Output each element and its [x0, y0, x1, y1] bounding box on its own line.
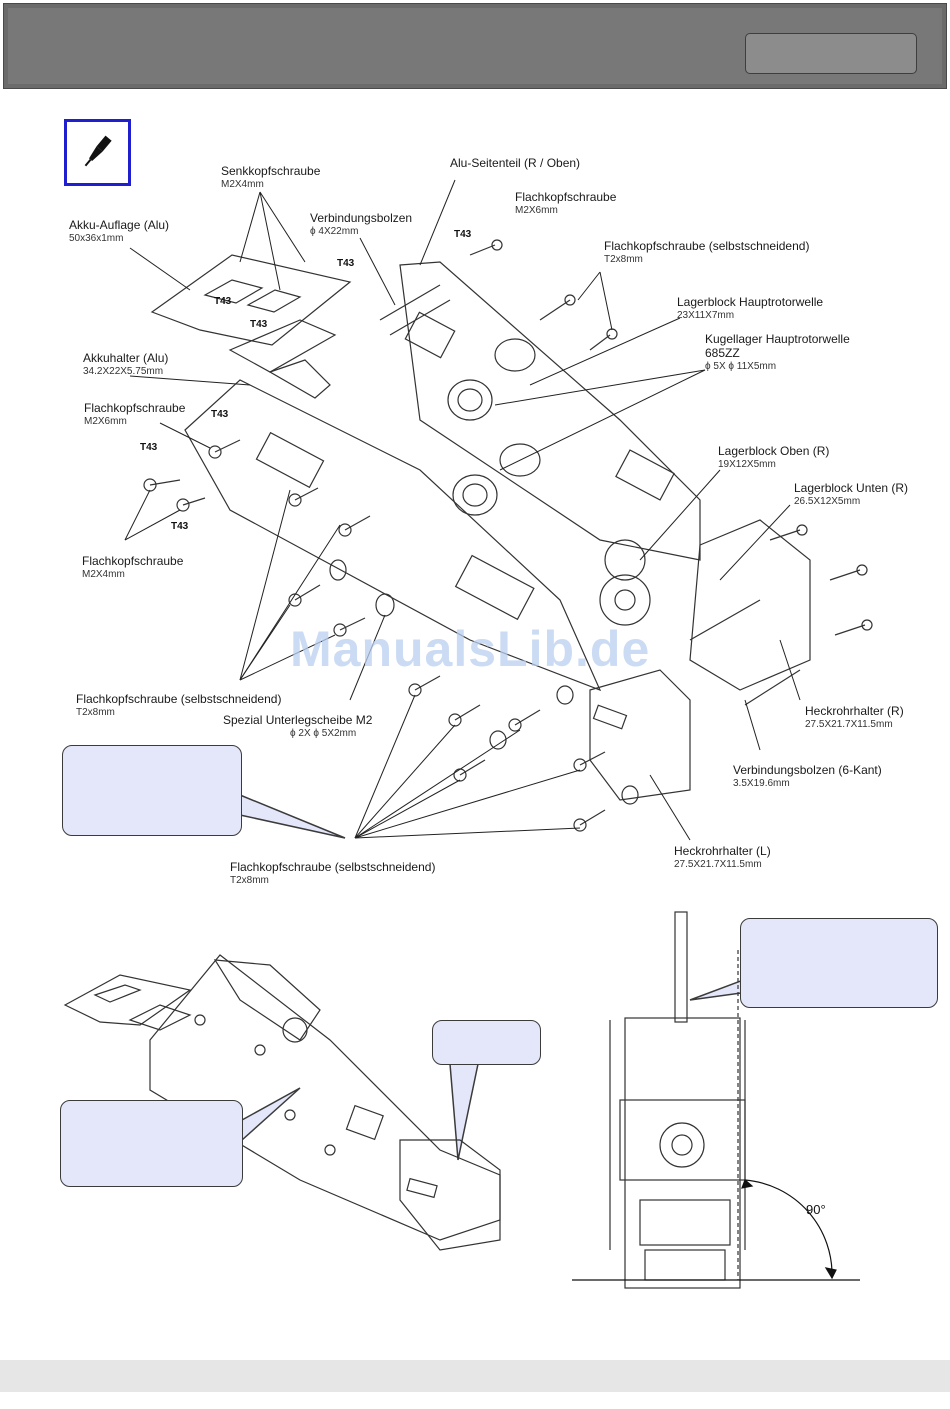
callout-box-1: [62, 745, 242, 836]
header-bar: [3, 3, 947, 89]
right-side-plate: [399, 261, 701, 561]
t43-mark: T43: [454, 229, 472, 240]
callout-1-tail: [239, 793, 346, 839]
label-flachkopf-selbstschneidend-bottom: Flachkopfschraube (selbstschneidend)T2x8…: [230, 860, 436, 886]
callout-2-tail: [241, 1087, 301, 1142]
watermark: ManualsLib.de: [290, 621, 651, 677]
label-alu-seitenteil: Alu-Seitenteil (R / Oben): [450, 156, 581, 170]
label-lagerblock-unten: Lagerblock Unten (R)26.5X12X5mm: [794, 481, 909, 507]
battery-tray-plate: [150, 254, 352, 346]
callout-box-2: [60, 1100, 243, 1187]
tool-box: [64, 119, 131, 186]
label-heckrohrhalter-r: Heckrohrhalter (R)27.5X21.7X11.5mm: [805, 704, 904, 730]
t43-mark: T43: [211, 409, 229, 420]
page-badge: [745, 33, 917, 74]
t43-mark: T43: [337, 258, 355, 269]
t43-mark: T43: [171, 521, 189, 532]
callout-box-4: [740, 918, 938, 1008]
left-side-plate: [184, 379, 602, 692]
label-heckrohrhalter-l: Heckrohrhalter (L)27.5X21.7X11.5mm: [674, 844, 771, 870]
angle-label: 90°: [806, 1202, 826, 1217]
t43-mark: T43: [250, 319, 268, 330]
t43-mark: T43: [140, 442, 158, 453]
label-lagerblock-oben: Lagerblock Oben (R)19X12X5mm: [718, 444, 830, 470]
label-akku-auflage: Akku-Auflage (Alu)50x36x1mm: [69, 218, 170, 244]
label-flachkopf-selbstschneidend-top: Flachkopfschraube (selbstschneidend)T2x8…: [604, 239, 810, 265]
t43-mark: T43: [214, 296, 232, 307]
front-view-drawing: [572, 911, 860, 1289]
screwdriver-icon: [84, 135, 112, 167]
footer-bar: [0, 1360, 950, 1392]
callout-3-tail: [449, 1063, 479, 1161]
label-flachkopf-selbstschneidend-left: Flachkopfschraube (selbstschneidend)T2x8…: [76, 692, 282, 718]
callout-box-3: [432, 1020, 541, 1065]
label-verbindungsbolzen-6kant: Verbindungsbolzen (6-Kant)3.5X19.6mm: [733, 763, 882, 789]
label-akkuhalter: Akkuhalter (Alu)34.2X22X5.75mm: [83, 351, 169, 377]
